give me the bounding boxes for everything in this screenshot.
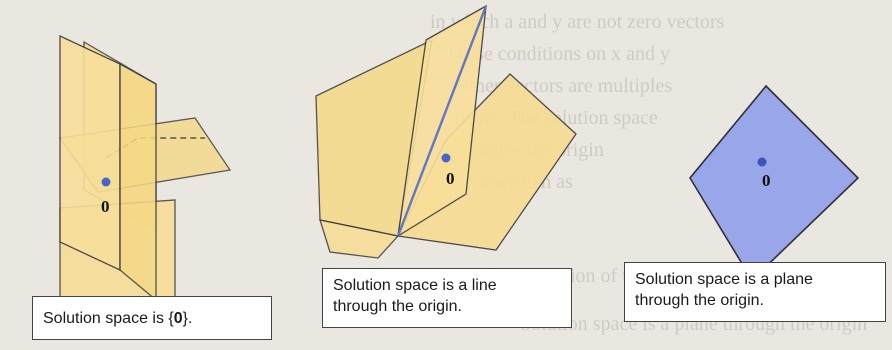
panel-2-two-planes: 0 [315, 4, 577, 259]
left-plane-lower [319, 219, 400, 259]
caption-1-suffix: }. [182, 310, 193, 327]
caption-box-2: Solution space is a line through the ori… [322, 268, 572, 328]
panel-1-three-planes: 0 [58, 34, 232, 303]
caption-1-bold-zero: 0 [173, 310, 183, 327]
caption-2-line-2: through the origin. [333, 298, 462, 315]
front-vertical-plane [59, 34, 121, 272]
caption-3-line-2: through the origin. [635, 292, 764, 309]
caption-1-prefix: Solution space is { [43, 310, 174, 327]
origin-label-2: 0 [446, 169, 455, 188]
caption-2-line-1: Solution space is a line [333, 277, 497, 294]
front-side-plane [119, 62, 157, 302]
origin-label-3: 0 [762, 171, 771, 190]
panel-3-plane: 0 [689, 84, 860, 282]
origin-dot-1 [101, 177, 111, 187]
origin-dot-2 [441, 153, 451, 163]
origin-label-1: 0 [101, 197, 110, 216]
blue-plane [689, 84, 860, 282]
caption-3-line-1: Solution space is a plane [635, 271, 813, 288]
origin-dot-3 [757, 157, 767, 167]
intersection-line [396, 5, 488, 237]
caption-box-1: Solution space is {0}. [32, 296, 272, 340]
caption-box-3: Solution space is a plane through the or… [624, 262, 886, 322]
